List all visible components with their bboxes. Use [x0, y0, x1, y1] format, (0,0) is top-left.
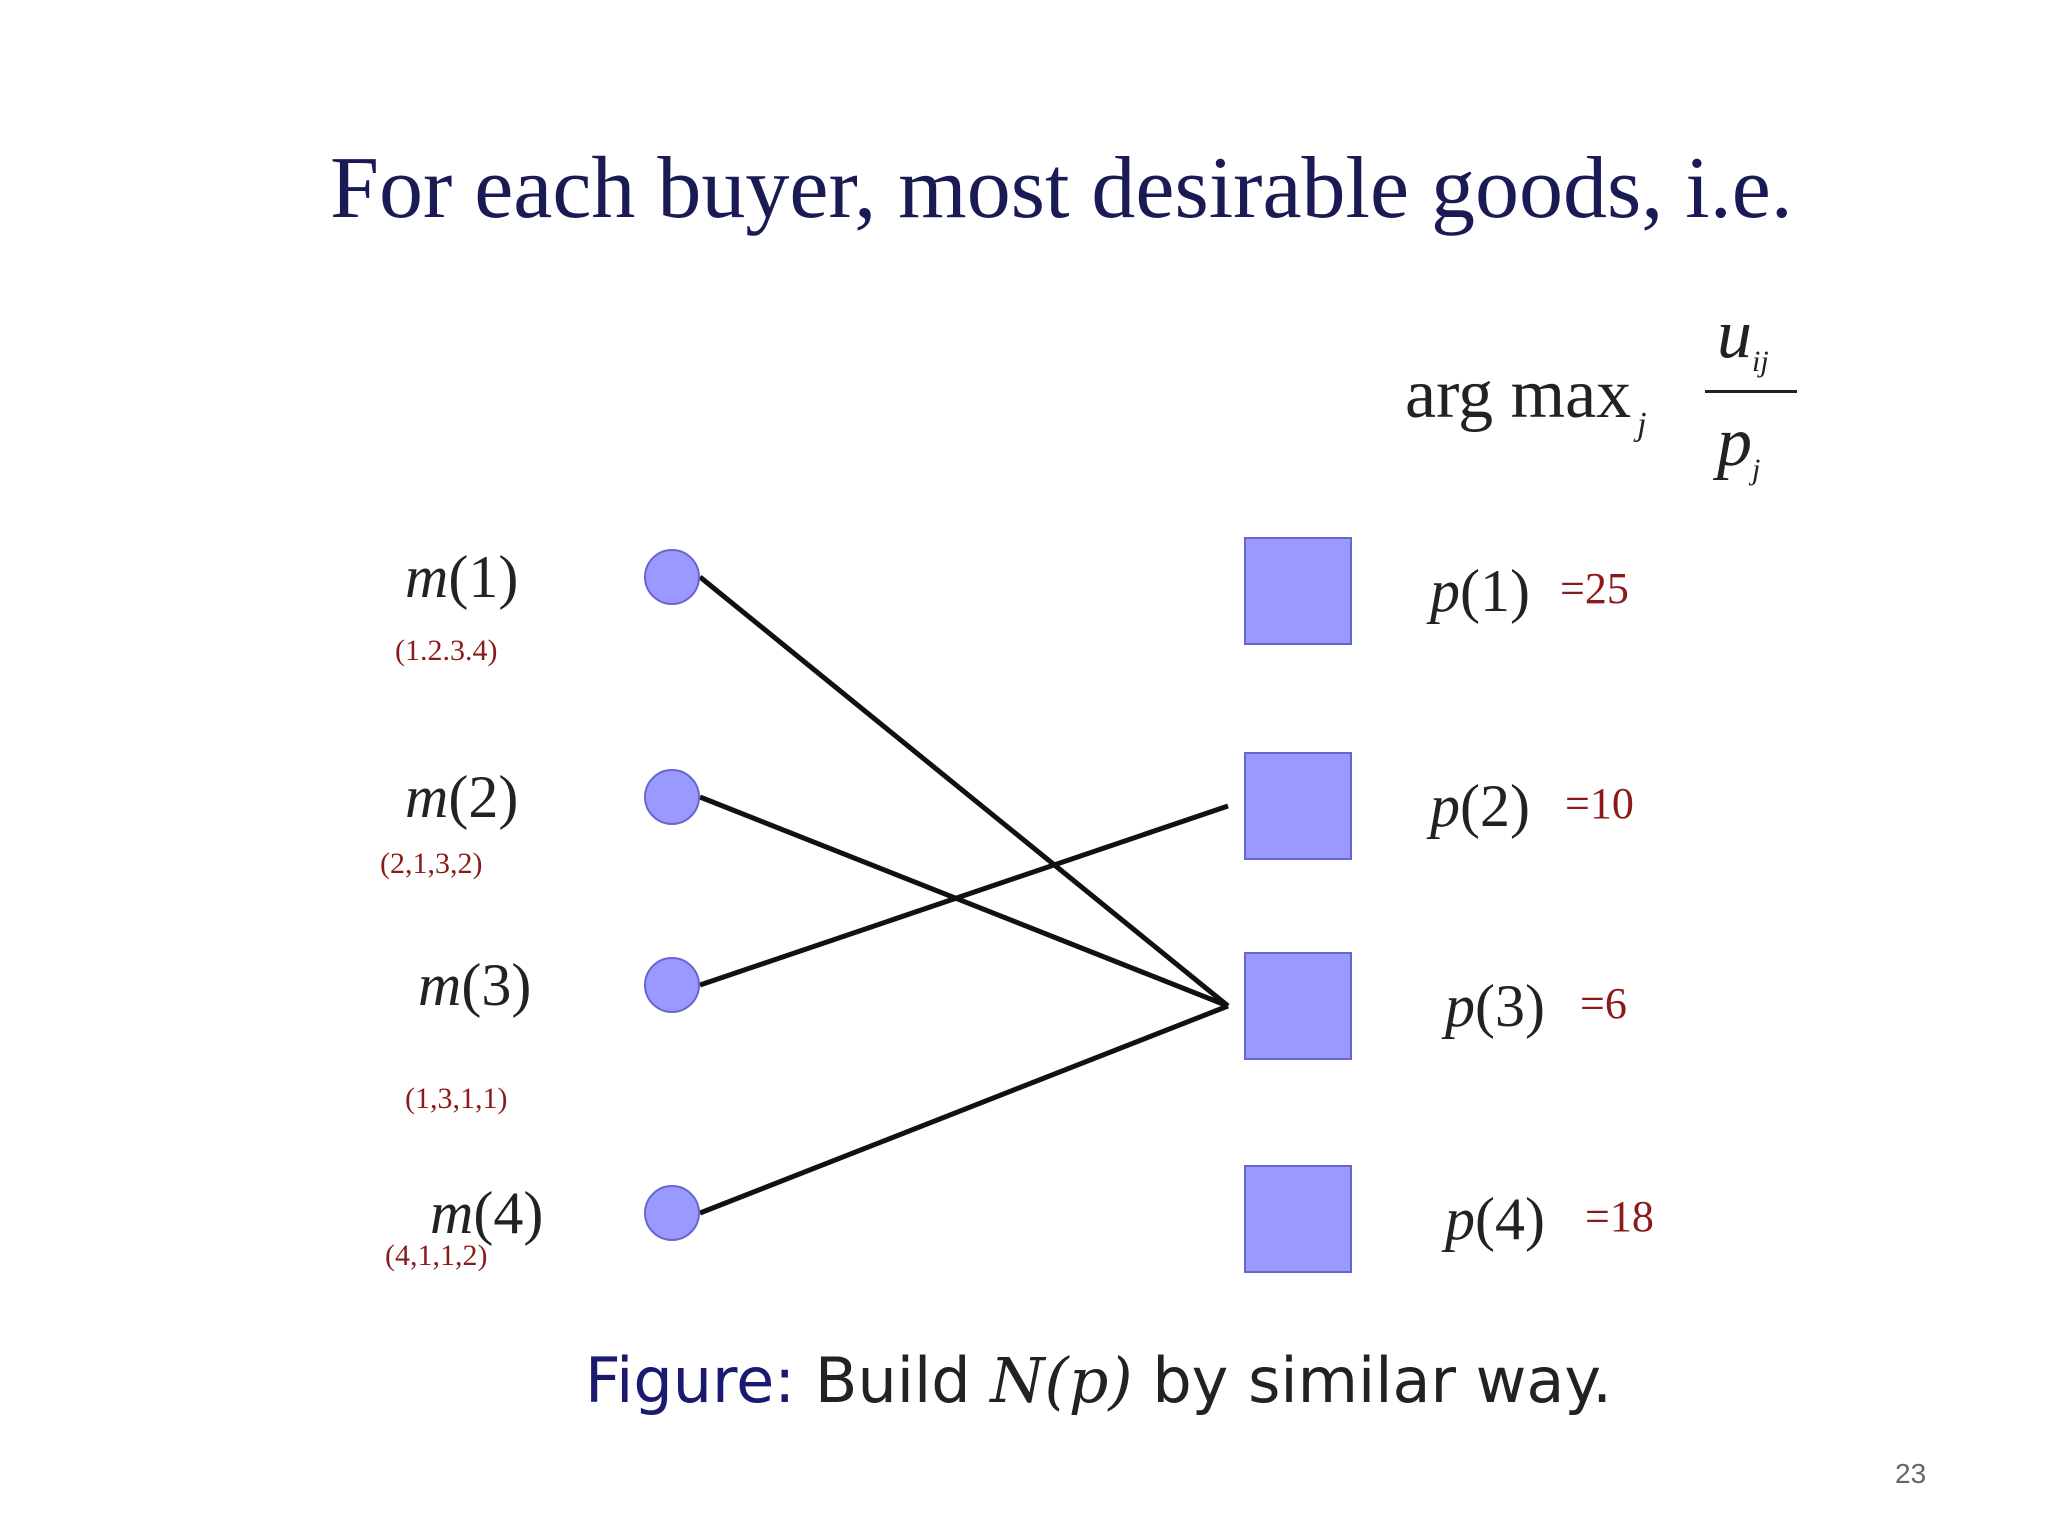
good-node-2 — [1244, 752, 1352, 860]
good-symbol: p — [1426, 773, 1460, 839]
good-index: (3) — [1475, 973, 1545, 1039]
good-node-4 — [1244, 1165, 1352, 1273]
buyer-label-2: m(2) — [405, 764, 518, 830]
good-symbol: p — [1441, 973, 1475, 1039]
good-label-1: p(1) — [1426, 558, 1530, 624]
argmax-text: arg max — [1405, 356, 1632, 433]
buyer-node-2 — [644, 769, 700, 825]
buyer-node-4 — [644, 1185, 700, 1241]
good-node-3 — [1244, 952, 1352, 1060]
slide-title: For each buyer, most desirable goods, i.… — [330, 140, 1793, 237]
buyer-index: (2) — [448, 764, 518, 830]
denominator-subscript: j — [1752, 453, 1761, 486]
edge-m4-p3 — [699, 1003, 1229, 1216]
edge-m2-p3 — [699, 794, 1229, 1009]
edge-m3-p2 — [699, 803, 1229, 988]
buyer-preferences-2: (2,1,3,2) — [380, 847, 482, 880]
caption-figure-label: Figure: — [585, 1344, 796, 1417]
buyer-index: (3) — [461, 952, 531, 1018]
caption-math: N(p) — [990, 1344, 1133, 1417]
buyer-symbol: m — [405, 544, 448, 610]
good-label-3: p(3) — [1441, 973, 1545, 1039]
buyer-symbol: m — [430, 1180, 473, 1246]
good-price-4: =18 — [1585, 1192, 1654, 1241]
buyer-node-1 — [644, 549, 700, 605]
denominator-symbol: p — [1717, 404, 1752, 481]
buyer-symbol: m — [418, 952, 461, 1018]
buyer-preferences-1: (1.2.3.4) — [395, 634, 497, 667]
caption-text-before: Build — [814, 1344, 971, 1417]
good-index: (1) — [1460, 558, 1530, 624]
numerator-symbol: u — [1717, 296, 1752, 373]
buyer-node-3 — [644, 957, 700, 1013]
good-index: (2) — [1460, 773, 1530, 839]
buyer-index: (4) — [473, 1180, 543, 1246]
good-symbol: p — [1441, 1186, 1475, 1252]
numerator-subscript: ij — [1752, 345, 1769, 378]
edge-m1-p3 — [698, 575, 1230, 1008]
buyer-label-3: m(3) — [418, 952, 531, 1018]
fraction-numerator: uij — [1717, 295, 1769, 378]
good-index: (4) — [1475, 1186, 1545, 1252]
buyer-label-4: m(4) — [430, 1180, 543, 1246]
buyer-index: (1) — [448, 544, 518, 610]
good-price-3: =6 — [1580, 979, 1627, 1028]
buyer-preferences-3: (1,3,1,1) — [405, 1082, 507, 1115]
fraction-bar — [1705, 390, 1797, 393]
figure-caption: Figure: Build N(p) by similar way. — [585, 1350, 1612, 1412]
page-number: 23 — [1895, 1458, 1927, 1489]
buyer-symbol: m — [405, 764, 448, 830]
argmax-subscript: j — [1637, 406, 1647, 443]
good-price-2: =10 — [1565, 779, 1634, 828]
good-label-2: p(2) — [1426, 773, 1530, 839]
good-symbol: p — [1426, 558, 1460, 624]
fraction-denominator: pj — [1717, 403, 1761, 486]
caption-text-after: by similar way. — [1152, 1344, 1612, 1417]
buyer-label-1: m(1) — [405, 544, 518, 610]
good-label-4: p(4) — [1441, 1186, 1545, 1252]
good-node-1 — [1244, 537, 1352, 645]
buyer-preferences-4: (4,1,1,2) — [385, 1239, 487, 1272]
good-price-1: =25 — [1560, 564, 1629, 613]
